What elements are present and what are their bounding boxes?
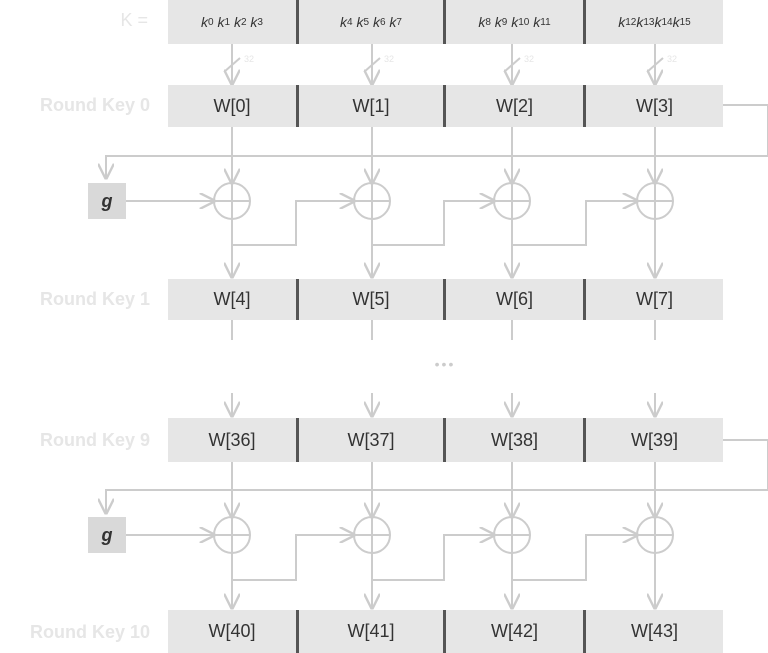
bus-width-1: 32 [384, 54, 394, 64]
round-key-9-label: Round Key 9 [39, 430, 150, 450]
bus-width-0: 32 [244, 54, 254, 64]
key-separator [443, 0, 446, 44]
word-separator [583, 279, 586, 320]
bus-slash-2 [503, 57, 521, 73]
g-function-box: g [88, 517, 126, 553]
word-cell: W[39] [630, 429, 678, 450]
word-cell: W[5] [352, 289, 390, 309]
word-separator [443, 418, 446, 462]
word-separator [443, 85, 446, 127]
word-cell: W[1] [352, 95, 390, 116]
word-separator [583, 85, 586, 127]
word-separator [443, 610, 446, 653]
word-separator [583, 610, 586, 653]
key-separator [296, 0, 299, 44]
word-cell: W[7] [635, 289, 673, 309]
word-cell: W[2] [495, 95, 533, 116]
feedback-line-1 [106, 104, 768, 178]
word-cell: W[43] [630, 621, 678, 641]
bus-slash-0 [223, 57, 241, 73]
word-cell: W[36] [208, 429, 256, 450]
word-cell: W[42] [490, 621, 538, 641]
word-separator [583, 418, 586, 462]
round-key-9-row: W[36] W[37] W[38] W[39] [168, 418, 723, 462]
word-separator [443, 279, 446, 320]
round-key-1-row: W[4] W[5] W[6] W[7] [168, 279, 723, 320]
round-key-10-label: Round Key 10 [29, 622, 150, 642]
key-separator [583, 0, 586, 44]
word-separator [296, 418, 299, 462]
bus-width-3: 32 [667, 54, 677, 64]
word-separator [296, 85, 299, 127]
bus-slash-3 [646, 57, 664, 73]
word-cell: W[40] [208, 621, 256, 641]
word-cell: W[37] [347, 429, 395, 450]
round-key-0-row: W[0] W[1] W[2] W[3] [168, 85, 723, 127]
bus-slash-1 [363, 57, 381, 73]
g-function-box: g [88, 183, 126, 219]
word-cell: W[4] [213, 289, 251, 309]
word-separator [296, 610, 299, 653]
word-cell: W[6] [495, 289, 533, 309]
bus-width-2: 32 [524, 54, 534, 64]
round-key-1-label: Round Key 1 [39, 289, 150, 309]
word-cell: W[0] [213, 95, 251, 116]
round-key-10-row: W[40] W[41] W[42] W[43] [168, 610, 723, 653]
feedback-line-2 [106, 439, 768, 513]
word-cell: W[38] [490, 429, 538, 450]
ellipsis: ••• [434, 356, 456, 372]
word-separator [296, 279, 299, 320]
word-cell: W[3] [635, 95, 673, 116]
key-label: K = [120, 10, 148, 30]
round-key-0-label: Round Key 0 [39, 95, 150, 115]
word-cell: W[41] [347, 621, 395, 641]
